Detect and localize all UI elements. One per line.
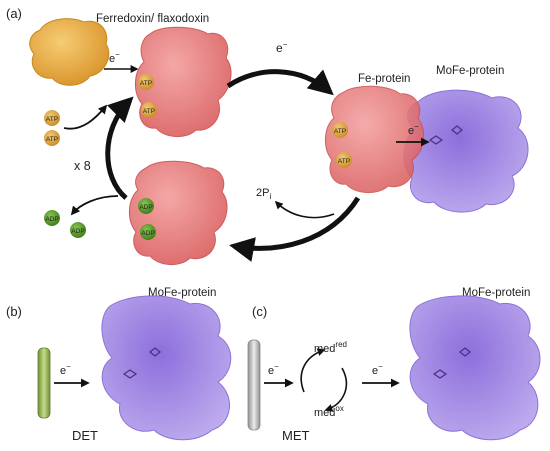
panel-a-label: (a): [6, 6, 22, 21]
atp-binding-arrow: [63, 104, 108, 130]
atp-free-2-label: ATP: [46, 136, 58, 143]
adp-bound-2-label: ADP: [141, 230, 154, 237]
atp-free-1: [44, 110, 60, 126]
met-electron-out-label: e−: [372, 362, 383, 377]
adp-bound-1-label: ADP: [139, 204, 152, 211]
cycle-arrow-bottom: [229, 196, 361, 262]
fe-protein-label: Fe-protein: [358, 73, 410, 85]
met-caption: MET: [282, 428, 310, 443]
atp-bound-1-label: ATP: [140, 80, 152, 87]
mediator-reduced-label: medred: [314, 340, 347, 355]
direct-electrode: [37, 347, 51, 419]
atp-complex-2-label: ATP: [338, 158, 350, 165]
phosphate-release-arrow: [274, 200, 335, 219]
electron-label-1: e−: [109, 50, 120, 65]
transfer-electron-label: e−: [408, 122, 419, 137]
atp-complex-1-label: ATP: [334, 128, 346, 135]
cycle-arrow-left: [105, 96, 134, 200]
mofe-protein-label-c: MoFe-protein: [462, 287, 530, 299]
mediator-oxidized-label: medox: [314, 404, 344, 419]
panel-b-label: (b): [6, 304, 22, 319]
atp-complex-1: [332, 122, 348, 138]
panel-c-label: (c): [252, 304, 267, 319]
adp-release-arrow: [70, 195, 119, 216]
mofe-protein-c: [409, 295, 541, 441]
atp-complex-2: [336, 152, 352, 168]
ferredoxin-label: Ferredoxin/ flaxodoxin: [96, 13, 209, 25]
mofe-protein-complex: [403, 89, 529, 213]
met-electron-in-label: e−: [268, 362, 279, 377]
multiplier-label: x 8: [74, 159, 91, 173]
mediated-electrode: [247, 339, 261, 431]
metal-cluster-b: [122, 347, 161, 379]
atp-bound-1: [138, 74, 154, 90]
adp-free-2-label: ADP: [71, 228, 84, 235]
mediator-cycle-arrow-2: [324, 367, 348, 412]
atp-bound-2: [141, 102, 157, 118]
cycle-electron-label: e−: [276, 40, 288, 55]
det-caption: DET: [72, 428, 98, 443]
mediator-cycle-arrow-1: [300, 348, 326, 393]
adp-bound-2: [140, 224, 156, 240]
adp-free-1: [44, 210, 60, 226]
fe-protein-atp-state: [135, 26, 232, 137]
atp-bound-2-label: ATP: [143, 108, 155, 115]
adp-bound-1: [138, 198, 154, 214]
adp-free-2: [70, 222, 86, 238]
metal-cluster-complex: [428, 125, 463, 145]
cycle-arrow-top: [226, 69, 334, 96]
mofe-protein-b: [101, 295, 232, 441]
ferredoxin-protein: [29, 18, 110, 86]
atp-free-2: [44, 130, 60, 146]
atp-free-1-label: ATP: [46, 116, 58, 123]
mofe-protein-label-b: MoFe-protein: [148, 287, 216, 299]
phosphate-label: 2Pi: [256, 187, 271, 201]
mofe-protein-label-a: MoFe-protein: [436, 65, 504, 77]
fe-protein-adp-state: [129, 160, 228, 265]
metal-cluster-c: [432, 347, 471, 379]
det-electron-label: e−: [60, 362, 71, 377]
adp-free-1-label: ADP: [45, 216, 58, 223]
fe-protein-complex: [325, 85, 425, 193]
